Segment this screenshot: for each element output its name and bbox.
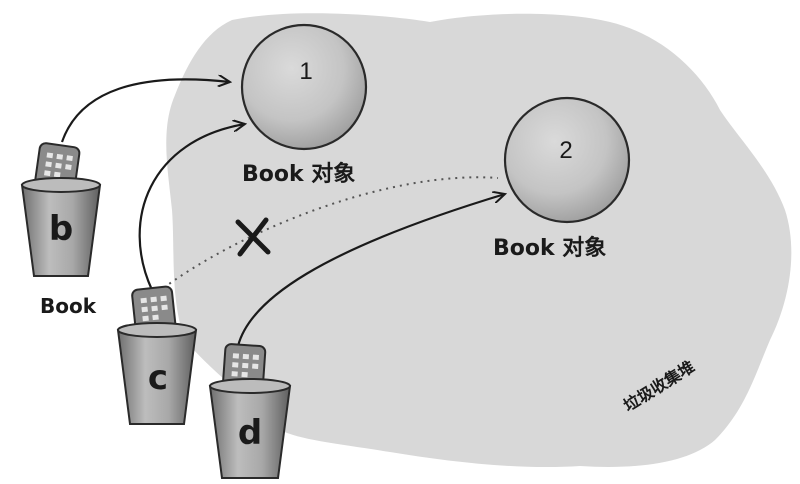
book-object-1: 1 Book 对象 [240,23,368,187]
variable-d-name: d [238,413,262,453]
broken-reference-line [157,176,499,293]
variable-c-name: c [148,358,168,398]
variable-b-name: b [49,209,73,249]
reference-variable-d: d [208,343,292,479]
object-2-number: 2 [559,137,572,164]
object-1-label: Book 对象 [242,161,355,187]
arrow-d-to-object-2 [236,194,505,347]
object-1-number: 1 [299,58,312,85]
reference-variable-c: c [116,285,198,425]
arrow-b-to-object-1 [60,79,230,143]
book-object-2: 2 Book 对象 [493,96,631,261]
cross-icon [235,217,271,257]
reference-variable-b: b Book [20,142,102,318]
arrow-c-to-object-1 [138,124,245,291]
variable-b-type-label: Book [40,294,97,318]
object-2-label: Book 对象 [493,235,606,261]
